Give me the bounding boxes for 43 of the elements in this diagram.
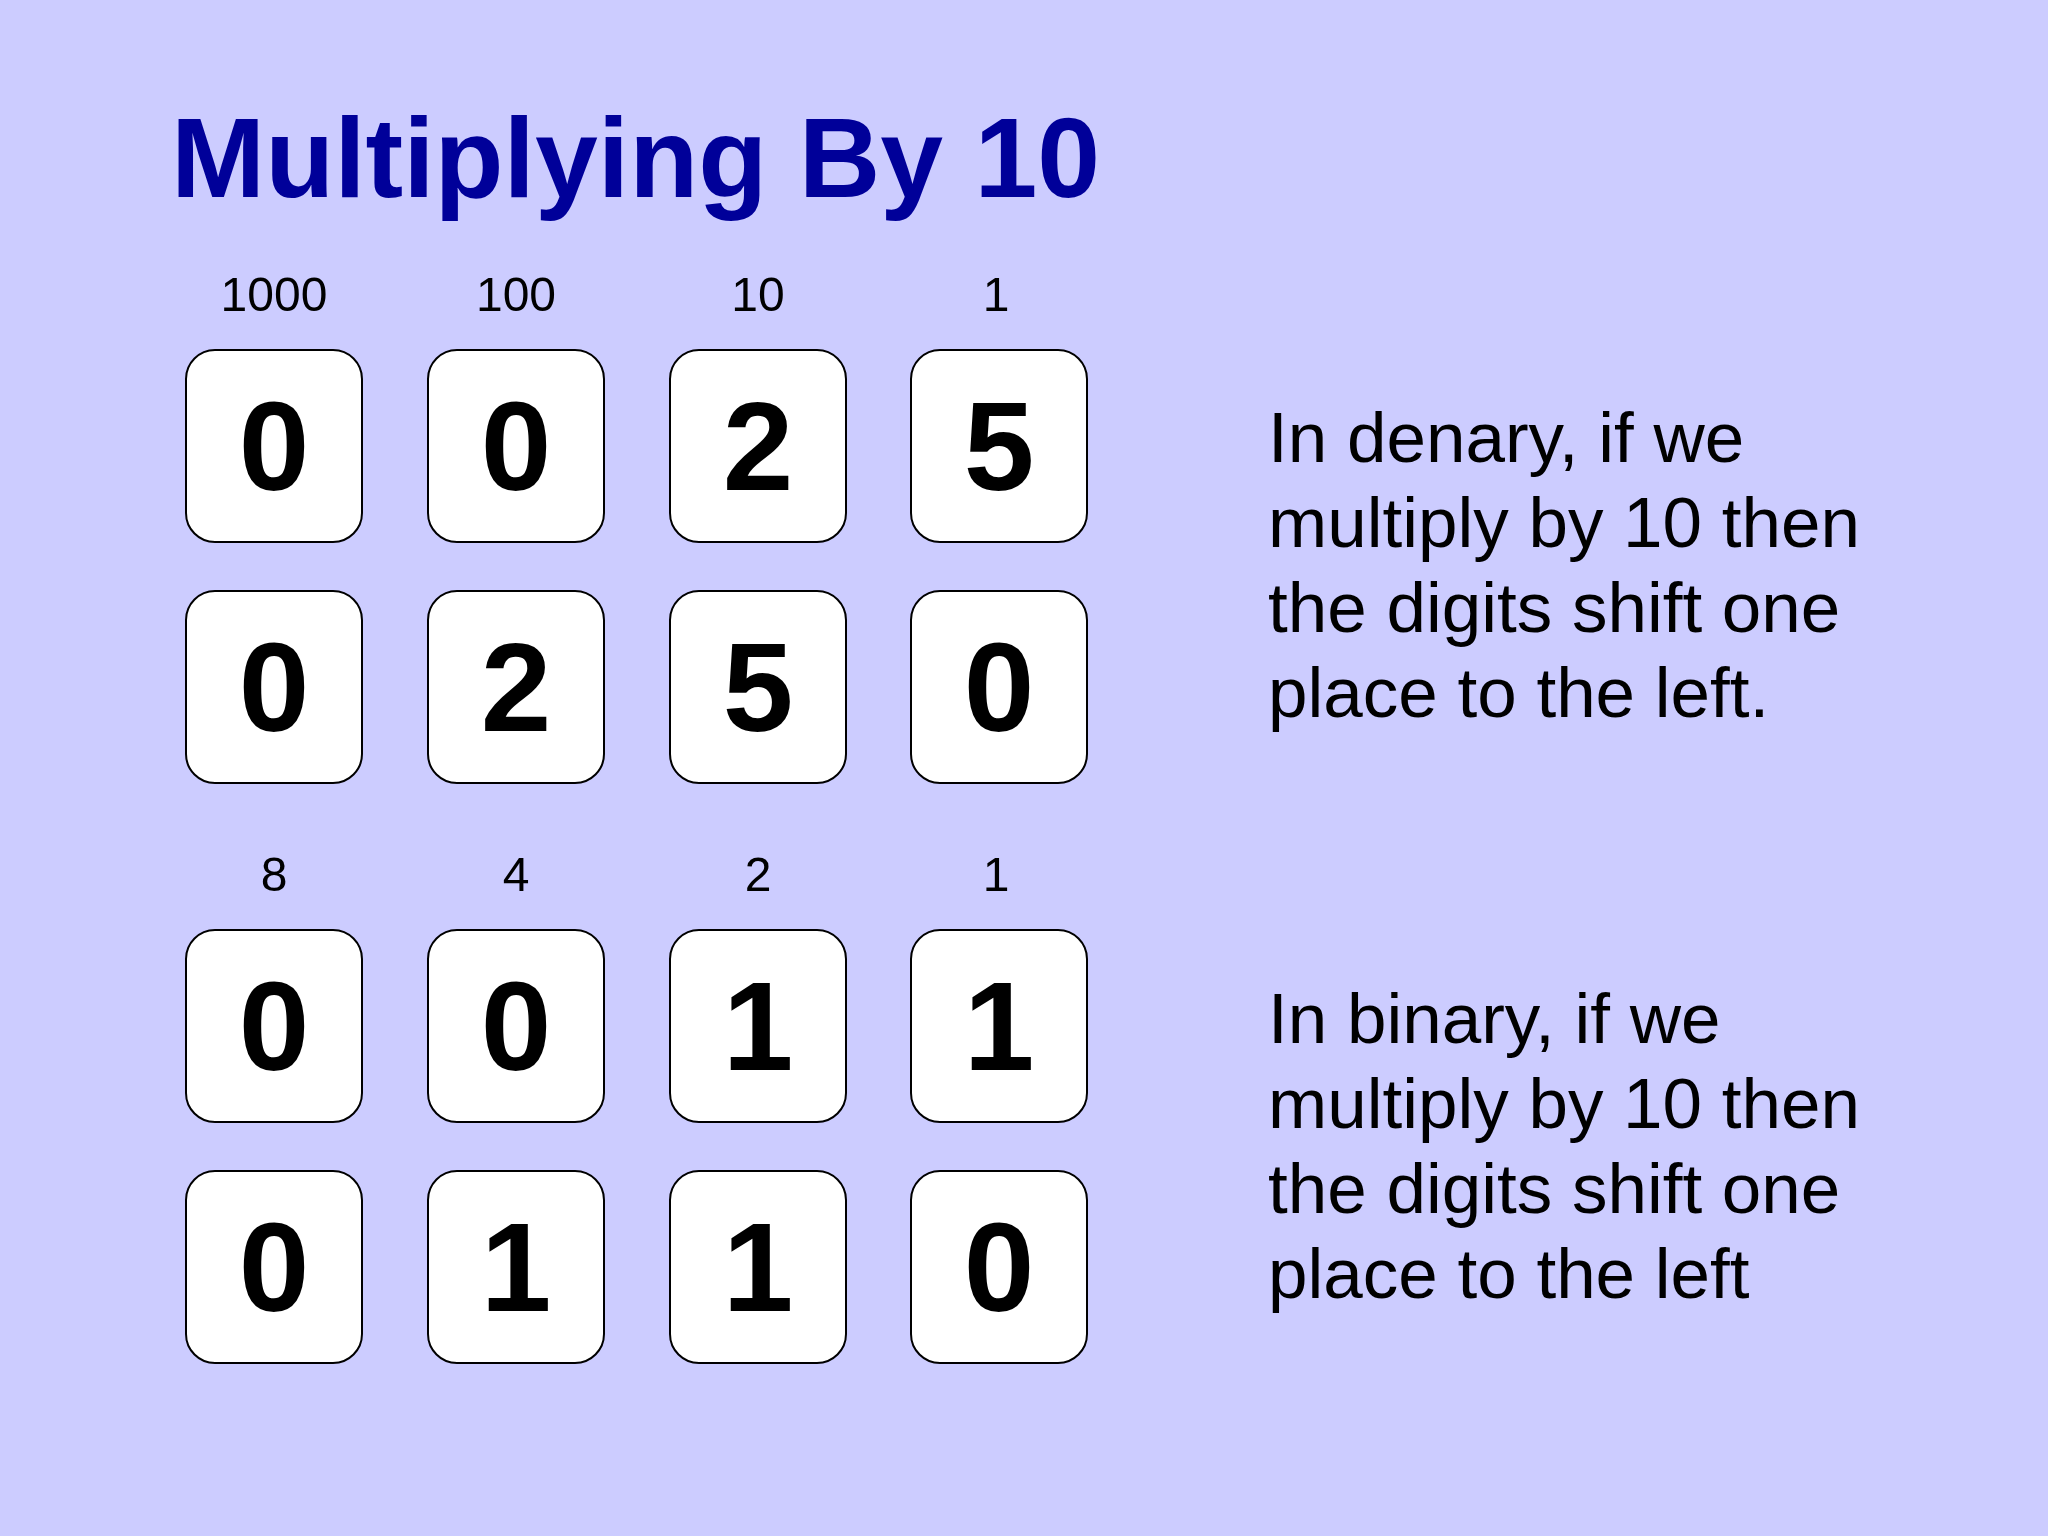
digit-card xyxy=(427,590,605,784)
digit: 0 xyxy=(963,1203,1035,1331)
digit: 1 xyxy=(480,1203,552,1331)
digit-card xyxy=(669,349,847,543)
digit: 0 xyxy=(480,382,552,510)
digit: 2 xyxy=(480,623,552,751)
digit-card xyxy=(185,1170,363,1364)
digit: 5 xyxy=(722,623,794,751)
explanation-text: In denary, if we multiply by 10 then the digits shift one place to the left. xyxy=(1268,397,1861,734)
digit: 0 xyxy=(480,962,552,1090)
digit-card xyxy=(185,929,363,1123)
place-value-label: 1 xyxy=(982,851,1010,899)
digit-card xyxy=(669,590,847,784)
place-value-label: 1 xyxy=(982,271,1010,319)
explanation-text: In binary, if we multiply by 10 then the digits shift one place to the left xyxy=(1268,978,1861,1315)
digit: 0 xyxy=(238,382,310,510)
digit: 5 xyxy=(963,382,1035,510)
digit-card xyxy=(910,349,1088,543)
digit-card xyxy=(427,349,605,543)
digit: 1 xyxy=(722,1203,794,1331)
digit-card xyxy=(427,1170,605,1364)
digit: 2 xyxy=(722,382,794,510)
digit-card xyxy=(910,590,1088,784)
place-value-label: 10 xyxy=(731,271,785,319)
place-value-label: 8 xyxy=(260,851,288,899)
digit-card xyxy=(910,929,1088,1123)
digit: 0 xyxy=(238,962,310,1090)
digit-card xyxy=(185,349,363,543)
slide-title: Multiplying By 10 xyxy=(171,94,1101,223)
digit-card xyxy=(669,1170,847,1364)
digit-card xyxy=(185,590,363,784)
place-value-label: 4 xyxy=(502,851,530,899)
place-value-label: 100 xyxy=(475,271,557,319)
digit: 0 xyxy=(963,623,1035,751)
digit: 1 xyxy=(722,962,794,1090)
place-value-label: 2 xyxy=(744,851,772,899)
digit: 1 xyxy=(963,962,1035,1090)
digit-card xyxy=(427,929,605,1123)
digit-card xyxy=(669,929,847,1123)
digit-card xyxy=(910,1170,1088,1364)
digit: 0 xyxy=(238,623,310,751)
place-value-label: 1000 xyxy=(220,271,328,319)
digit: 0 xyxy=(238,1203,310,1331)
